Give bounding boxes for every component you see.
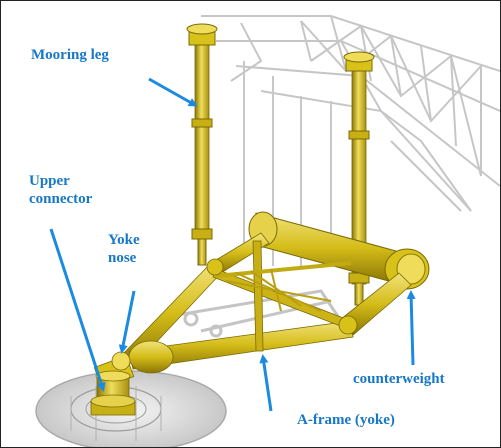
arrow-a-frame bbox=[259, 354, 273, 412]
label-yoke-nose: Yoke nose bbox=[108, 231, 168, 267]
callout-arrows bbox=[49, 77, 416, 412]
arrow-counterweight bbox=[406, 290, 416, 366]
ghost-lines bbox=[243, 61, 332, 266]
arrow-yoke-nose bbox=[118, 290, 136, 354]
mooring-leg-left bbox=[186, 23, 218, 266]
mooring-leg-right bbox=[343, 51, 375, 306]
arrow-mooring-leg bbox=[148, 77, 198, 107]
ghost-truss bbox=[201, 15, 500, 212]
a-frame-yoke bbox=[120, 232, 412, 370]
label-yoke-nose-line2: nose bbox=[108, 250, 137, 266]
label-yoke-nose-line1: Yoke bbox=[108, 232, 140, 248]
label-a-frame: A-frame (yoke) bbox=[297, 412, 395, 428]
label-mooring-leg: Mooring leg bbox=[31, 47, 109, 63]
arrow-upper-connector bbox=[49, 228, 106, 392]
label-upper-connector-line1: Upper bbox=[29, 173, 70, 189]
label-upper-connector: Upper connector bbox=[29, 172, 129, 208]
label-counterweight: counterweight bbox=[353, 371, 445, 387]
label-upper-connector-line2: connector bbox=[29, 191, 93, 207]
